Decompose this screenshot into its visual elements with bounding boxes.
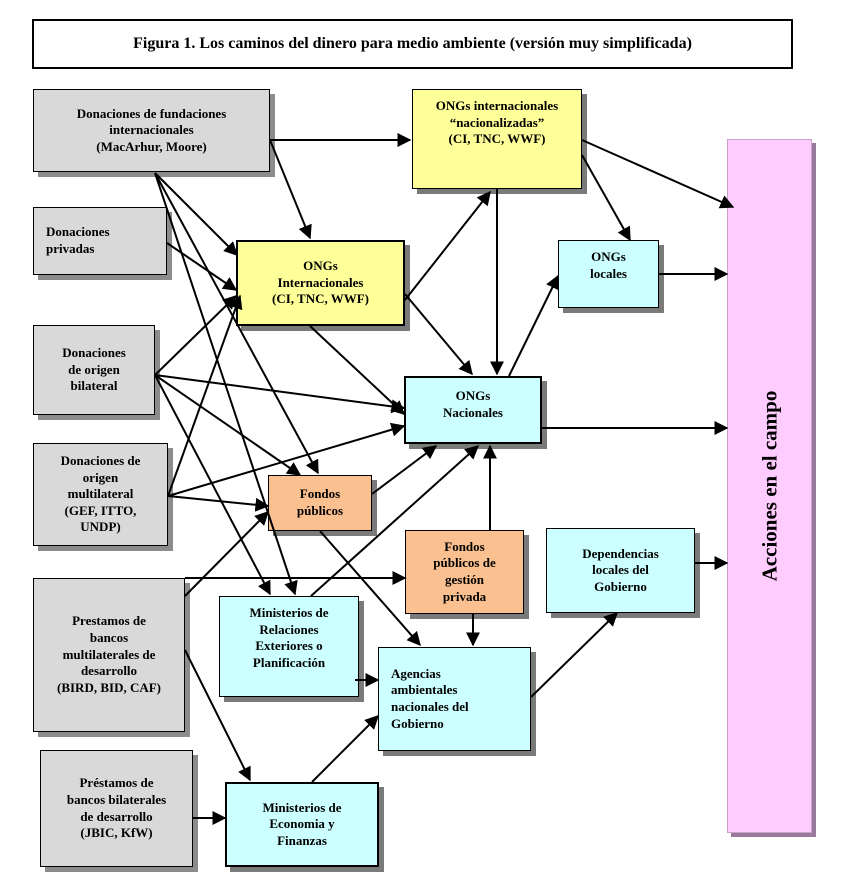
node-line: bilateral: [70, 378, 118, 394]
node-line: bancos bilaterales: [66, 791, 167, 807]
arrow: [269, 139, 312, 240]
node-fondos-gestion-privada: Fondos públicos de gestión privada: [405, 530, 524, 614]
node-line: privada: [442, 588, 487, 604]
arrow: [310, 445, 480, 597]
node-ongs-internacionales: ONGs Internacionales (CI, TNC, WWF): [236, 240, 405, 326]
arrow: [184, 511, 269, 597]
node-line: locales del: [592, 562, 649, 578]
node-line: multilateral: [67, 486, 134, 502]
node-line: Gobierno: [594, 578, 647, 594]
node-line: (MacArhur, Moore): [96, 138, 207, 154]
node-line: (CI, TNC, WWF): [448, 131, 546, 147]
node-line: Agencias: [391, 665, 441, 681]
node-line: multilaterales de: [62, 646, 156, 662]
arrow: [581, 154, 631, 242]
node-line: Fondos: [444, 538, 485, 554]
node-line: ambientales: [391, 682, 458, 698]
arrow: [154, 172, 319, 475]
node-line: locales: [590, 265, 627, 281]
node-line: Donaciones de fundaciones: [76, 105, 227, 121]
arrow: [530, 612, 619, 698]
node-prestamos-bilaterales: Préstamos de bancos bilaterales de desar…: [40, 750, 193, 867]
node-ongs-locales: ONGs locales: [558, 240, 659, 308]
node-line: UNDP): [80, 519, 121, 535]
node-line: “nacionalizadas”: [449, 114, 545, 130]
node-line: Donaciones: [62, 345, 126, 361]
arrow: [319, 530, 421, 647]
node-line: desarrollo: [80, 663, 138, 679]
node-line: Internacionales: [277, 274, 364, 290]
node-acciones-en-el-campo: Acciones en el campo: [727, 139, 812, 833]
node-line: Exteriores o: [255, 638, 323, 654]
arrow: [154, 295, 238, 376]
node-line: origen: [82, 469, 119, 485]
node-line: de origen: [68, 361, 120, 377]
node-line: públicos de: [433, 555, 496, 571]
arrow: [371, 445, 438, 495]
arrow: [167, 495, 270, 512]
node-line: Finanzas: [277, 832, 327, 848]
arrow: [311, 715, 379, 783]
node-line: (GEF, ITTO,: [64, 502, 137, 518]
node-ministerios-relaciones: Ministerios de Relaciones Exteriores o P…: [219, 596, 359, 697]
arrow: [166, 242, 238, 291]
node-line: Economia y: [269, 816, 335, 832]
node-fondos-publicos: Fondos públicos: [268, 475, 372, 531]
node-donaciones-privadas: Donaciones privadas: [33, 207, 167, 275]
node-line: Donaciones de: [60, 452, 141, 468]
node-line: ONGs: [303, 258, 338, 274]
node-line: gestión: [445, 572, 484, 587]
node-ongs-nacionalizadas: ONGs internacionales “nacionalizadas” (C…: [412, 89, 582, 189]
arrow: [581, 139, 735, 209]
arrow: [154, 374, 302, 476]
node-line: Prestamos de: [72, 613, 146, 629]
node-line: Ministerios de: [262, 799, 342, 815]
figure-title: Figura 1. Los caminos del dinero para me…: [32, 19, 793, 69]
node-ministerios-economia: Ministerios de Economia y Finanzas: [225, 782, 379, 867]
node-prestamos-multilaterales: Prestamos de bancos multilaterales de de…: [33, 578, 185, 732]
arrow: [184, 649, 251, 782]
node-agencias-ambientales: Agencias ambientales nacionales del Gobi…: [378, 647, 531, 751]
node-line: Planificación: [252, 654, 326, 670]
node-line: Fondos: [299, 486, 341, 502]
node-line: de desarrollo: [80, 808, 153, 824]
node-line: nacionales del: [391, 699, 469, 714]
arrow: [154, 374, 271, 596]
node-line: ONGs: [591, 249, 626, 264]
arrow: [154, 172, 238, 256]
node-line: Préstamos de: [79, 775, 154, 791]
node-line: ONGs: [455, 388, 491, 403]
node-donaciones-bilateral: Donaciones de origen bilateral: [33, 325, 155, 415]
node-ongs-nacionales: ONGs Nacionales: [404, 376, 542, 444]
node-line: (BIRD, BID, CAF): [57, 679, 161, 695]
node-dependencias-locales: Dependencias locales del Gobierno: [546, 528, 695, 613]
node-line: Ministerios de: [249, 605, 329, 620]
node-line: internacionales: [109, 122, 194, 138]
arrow: [404, 293, 473, 376]
node-line: Donaciones: [46, 224, 110, 240]
node-donaciones-multilateral: Donaciones de origen multilateral (GEF, …: [33, 443, 168, 546]
node-line: Gobierno: [391, 715, 444, 731]
node-line: Dependencias: [582, 545, 659, 561]
arrow: [154, 374, 406, 414]
node-line: (CI, TNC, WWF): [271, 291, 370, 307]
arrow: [167, 422, 406, 497]
node-line: bancos: [89, 630, 129, 646]
arrow: [404, 190, 491, 301]
arrow: [309, 325, 406, 415]
node-donaciones-fundaciones: Donaciones de fundaciones internacionale…: [33, 89, 270, 172]
node-line: (JBIC, KfW): [80, 825, 153, 841]
node-line: Nacionales: [443, 404, 503, 420]
node-line: ONGs internacionales: [435, 98, 559, 113]
node-line: Relaciones: [259, 621, 319, 637]
node-line: públicos: [296, 503, 344, 518]
arrow: [508, 274, 559, 377]
arrow: [167, 294, 243, 497]
node-line: privadas: [46, 241, 95, 256]
